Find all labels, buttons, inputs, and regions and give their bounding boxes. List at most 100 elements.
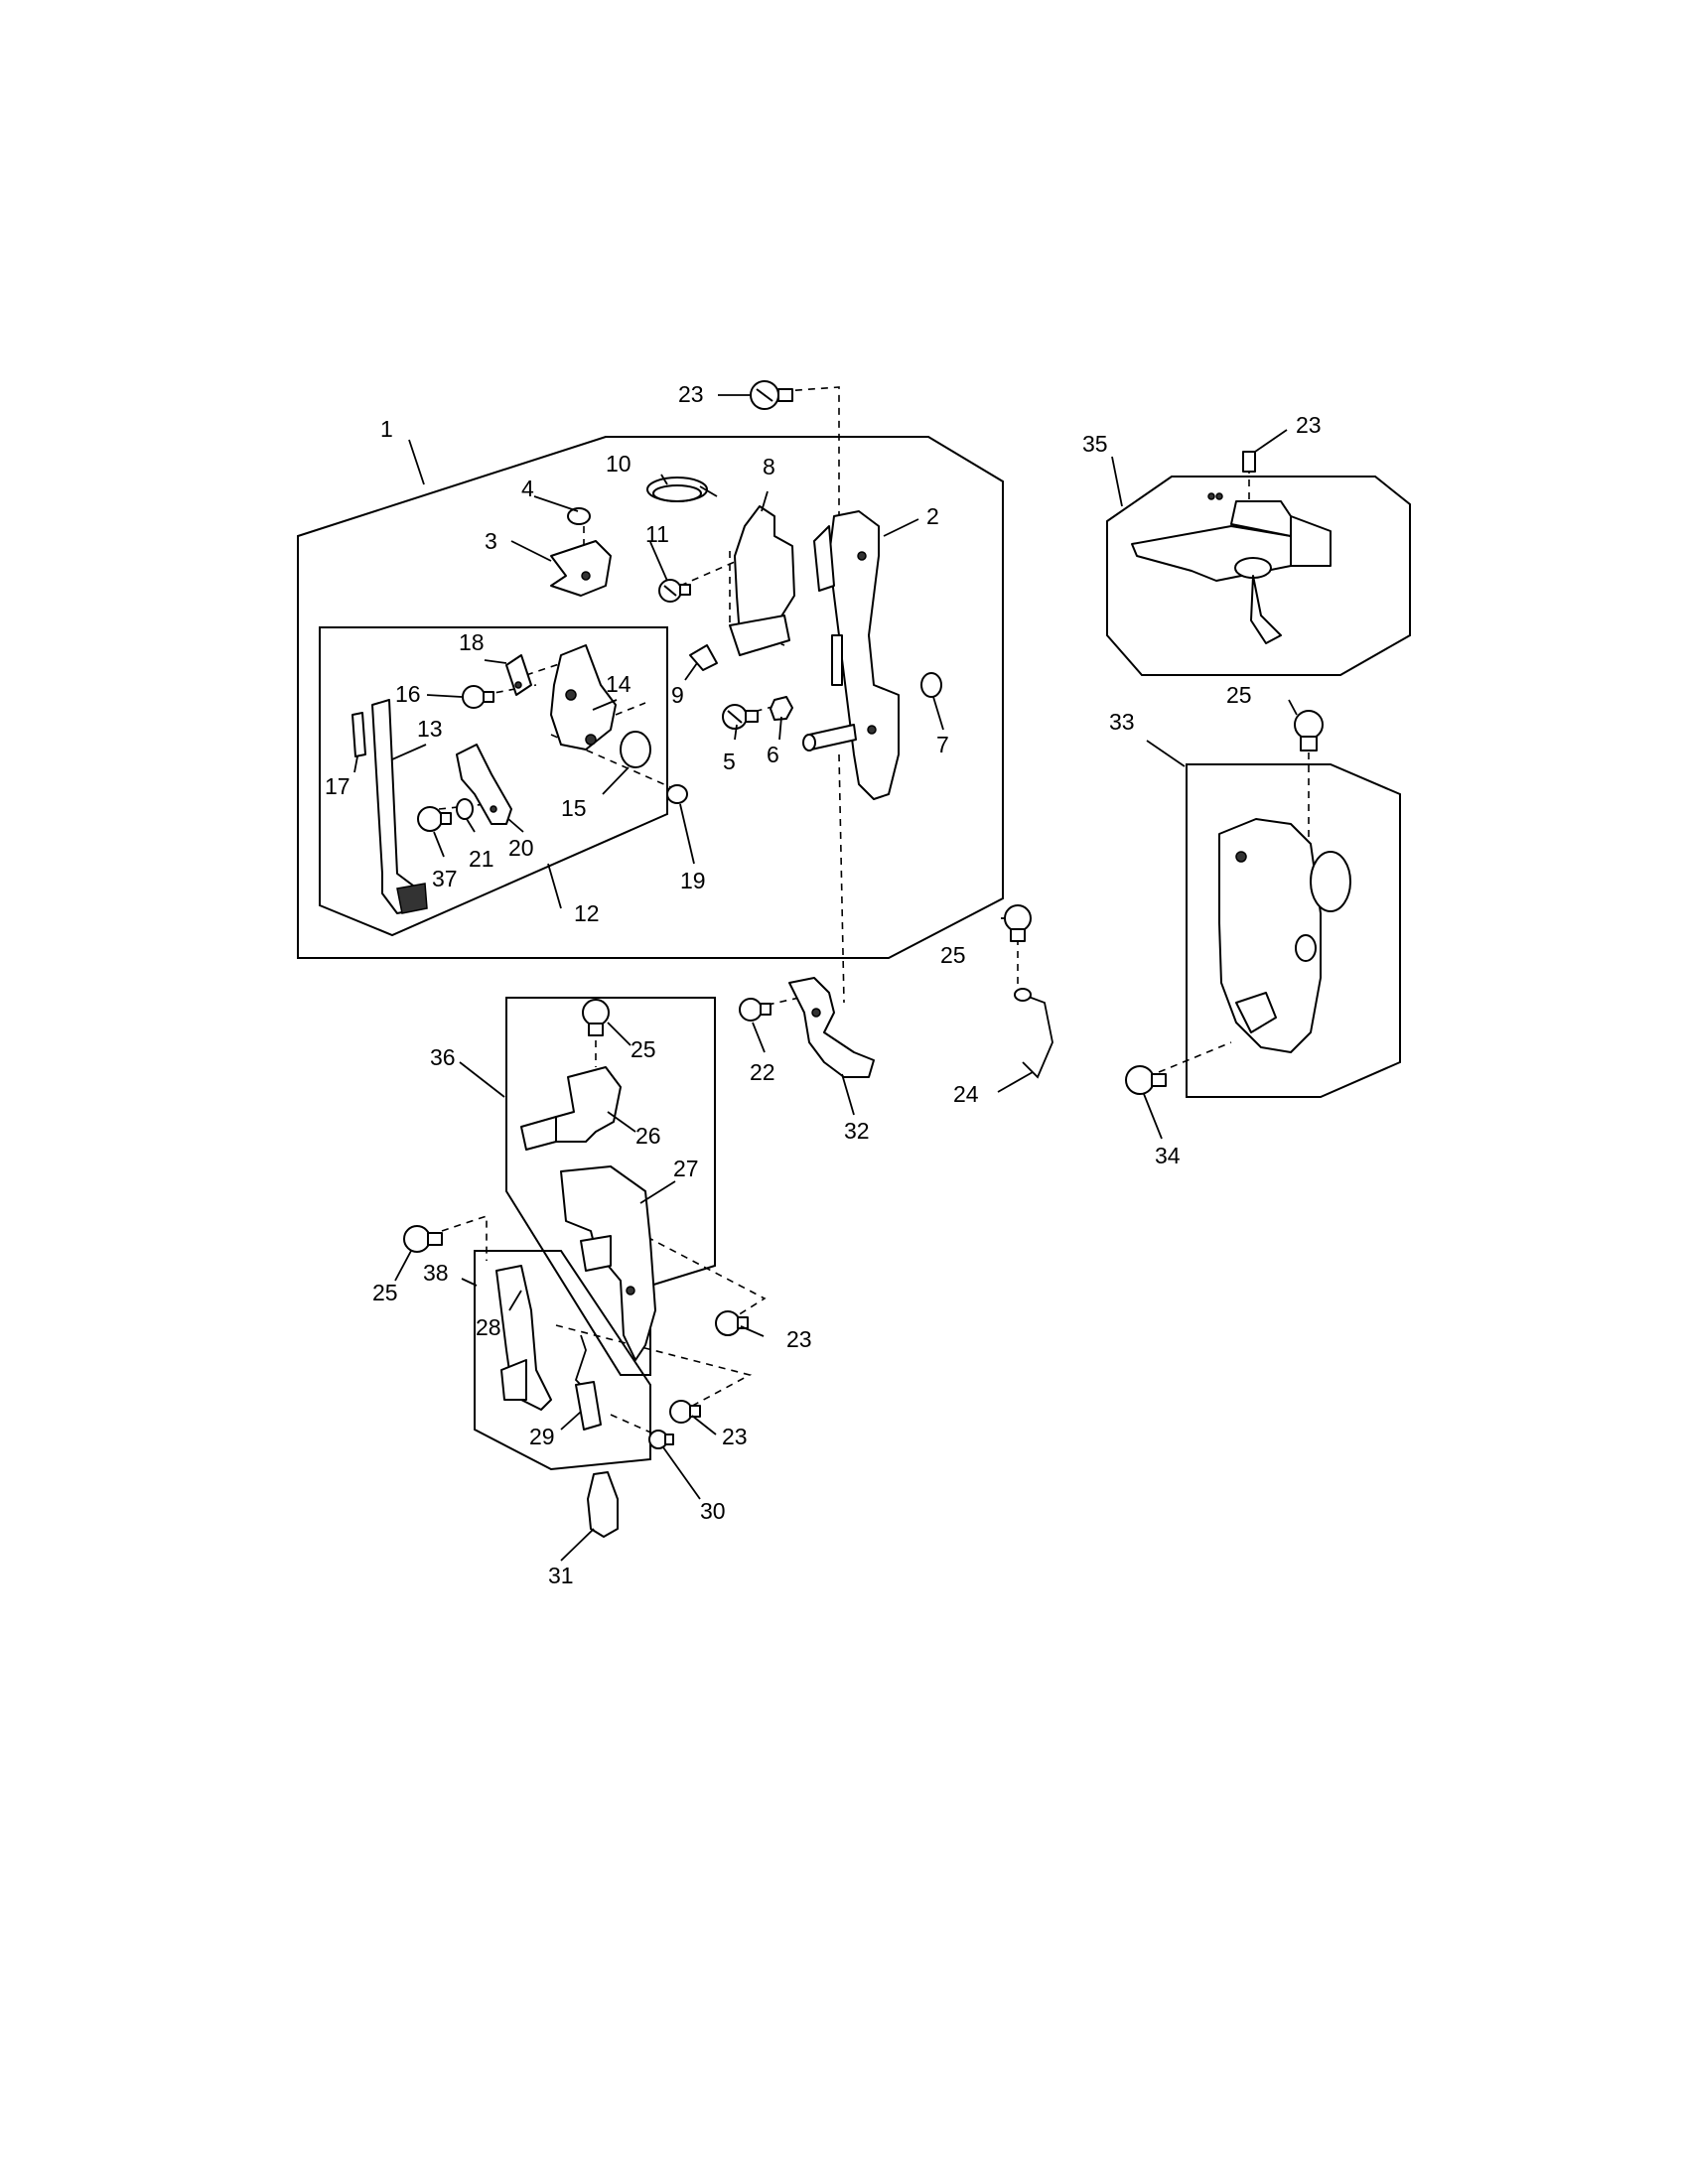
assembly-12-outline bbox=[319, 626, 668, 937]
nut-6 bbox=[770, 696, 793, 721]
alignment-line-23-to-2 bbox=[769, 386, 840, 536]
callout-14: 14 bbox=[606, 671, 632, 697]
callout-11: 11 bbox=[645, 521, 669, 547]
screw-25-center bbox=[582, 999, 610, 1036]
callout-23-top: 23 bbox=[678, 381, 704, 407]
callout-9: 9 bbox=[671, 682, 684, 708]
bulb-31 bbox=[587, 1471, 619, 1538]
screw-25-left bbox=[403, 1225, 443, 1253]
callout-1: 1 bbox=[380, 416, 393, 442]
callout-25-middle: 25 bbox=[940, 942, 966, 968]
lever-assembly-35 bbox=[1131, 451, 1332, 644]
callout-25-center: 25 bbox=[631, 1036, 656, 1062]
callout-34: 34 bbox=[1155, 1143, 1181, 1168]
callout-15: 15 bbox=[561, 795, 587, 821]
pin-17 bbox=[351, 712, 366, 757]
callout-12: 12 bbox=[574, 900, 600, 926]
assembly-33-outline bbox=[1186, 763, 1401, 1098]
callout-2: 2 bbox=[926, 503, 939, 529]
roller-15 bbox=[620, 731, 651, 768]
callout-37: 37 bbox=[432, 866, 458, 891]
alignment-line-14-to-19 bbox=[550, 734, 676, 790]
assembly-35-outline bbox=[1106, 476, 1411, 676]
callout-17: 17 bbox=[325, 773, 351, 799]
retainer-19 bbox=[666, 784, 688, 804]
spring-wire-24 bbox=[1014, 988, 1053, 1079]
plate-27 bbox=[560, 1165, 656, 1361]
alignment-line-25-to-28 bbox=[441, 1214, 488, 1261]
callout-4: 4 bbox=[521, 476, 534, 501]
callout-13: 13 bbox=[417, 716, 443, 742]
callout-38: 38 bbox=[423, 1260, 449, 1286]
screw-5 bbox=[722, 704, 759, 730]
alignment-line-34-to-33 bbox=[1146, 1041, 1232, 1078]
pin-9 bbox=[689, 644, 718, 671]
clip-4 bbox=[567, 507, 591, 551]
callout-19: 19 bbox=[680, 868, 706, 893]
frame-2 bbox=[813, 510, 900, 800]
alignment-line-21-to-20 bbox=[438, 803, 488, 810]
callout-24: 24 bbox=[953, 1081, 979, 1107]
leader-lines bbox=[353, 394, 1298, 1562]
callout-23-lower: 23 bbox=[722, 1424, 748, 1449]
alignment-line-14-right bbox=[615, 702, 646, 716]
screw-25-right bbox=[1294, 710, 1324, 751]
screw-22 bbox=[739, 998, 772, 1022]
callout-8: 8 bbox=[763, 454, 775, 479]
bracket-28 bbox=[495, 1265, 552, 1411]
callout-23-middle: 23 bbox=[786, 1326, 812, 1352]
callout-27: 27 bbox=[673, 1156, 699, 1181]
alignment-line-28-to-23 bbox=[555, 1324, 753, 1411]
shaft-2 bbox=[802, 634, 857, 751]
washer-21 bbox=[456, 798, 474, 820]
alignment-line-29-to-30 bbox=[610, 1414, 656, 1435]
callout-6: 6 bbox=[767, 742, 779, 767]
callout-33: 33 bbox=[1109, 709, 1135, 735]
callout-25-right: 25 bbox=[1226, 682, 1252, 708]
callout-29: 29 bbox=[529, 1424, 555, 1449]
callout-16: 16 bbox=[395, 681, 421, 707]
alignment-line-2-to-32 bbox=[838, 753, 845, 1004]
callout-5: 5 bbox=[723, 749, 736, 774]
callout-20: 20 bbox=[508, 835, 534, 861]
screw-16 bbox=[462, 685, 494, 709]
callout-18: 18 bbox=[459, 629, 485, 655]
bracket-32 bbox=[788, 977, 875, 1078]
screw-34 bbox=[1125, 1065, 1167, 1095]
callout-21: 21 bbox=[469, 846, 494, 872]
screw-11 bbox=[658, 579, 691, 603]
screw-25-middle bbox=[1004, 904, 1032, 942]
spring-10 bbox=[646, 477, 718, 502]
callout-3: 3 bbox=[485, 528, 497, 554]
screw-37 bbox=[417, 806, 452, 832]
callout-32: 32 bbox=[844, 1118, 870, 1144]
assembly-1-outline bbox=[297, 436, 1004, 959]
callout-35: 35 bbox=[1082, 431, 1108, 457]
screw-23-top bbox=[750, 380, 793, 410]
screw-23-lower bbox=[669, 1400, 701, 1424]
gear-assembly-33 bbox=[1218, 818, 1351, 1053]
callout-25-left: 25 bbox=[372, 1280, 398, 1305]
mechanism-14 bbox=[550, 644, 617, 751]
screw-23-middle bbox=[715, 1310, 749, 1336]
callout-7: 7 bbox=[936, 732, 949, 757]
alignment-line-27-to-23 bbox=[634, 1230, 767, 1321]
callout-26: 26 bbox=[635, 1123, 661, 1149]
callout-31: 31 bbox=[548, 1563, 574, 1588]
callout-36: 36 bbox=[430, 1044, 456, 1070]
cam-plate-8 bbox=[729, 505, 795, 656]
callout-23-right: 23 bbox=[1296, 412, 1322, 438]
plate-20 bbox=[456, 744, 512, 825]
alignment-line-11-to-8 bbox=[679, 550, 761, 587]
callout-22: 22 bbox=[750, 1059, 775, 1085]
callout-30: 30 bbox=[700, 1498, 726, 1524]
callout-labels: 1 2 3 4 5 6 7 8 9 10 11 12 13 14 15 16 1… bbox=[325, 381, 1322, 1588]
callout-28: 28 bbox=[476, 1314, 501, 1340]
bracket-26 bbox=[520, 1066, 622, 1151]
callout-10: 10 bbox=[606, 451, 632, 477]
lever-13 bbox=[371, 699, 428, 914]
bracket-3 bbox=[550, 540, 612, 597]
bushing-7 bbox=[920, 672, 942, 698]
assembly-38-outline bbox=[474, 1250, 651, 1471]
